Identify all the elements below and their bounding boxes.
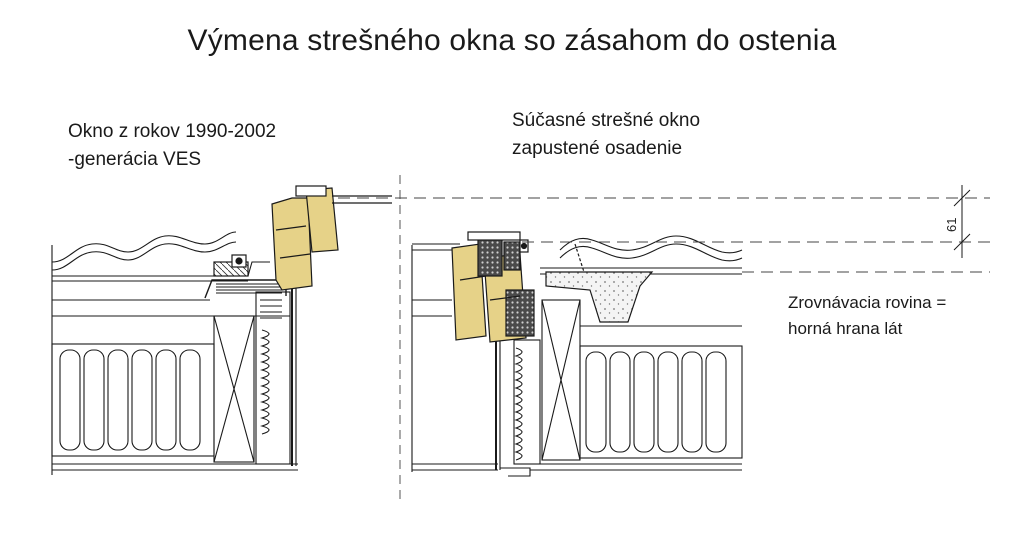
old-window-label-line2: -generácia VES [68,149,202,170]
new-window-label: Súčasné strešné okno zapustené osadenie [512,107,700,163]
old-window-label: Okno z rokov 1990-2002 -generácia VES [68,118,276,174]
old-reveal-insulation-coil [259,299,282,435]
leveling-plane-label-line1: Zrovnávacia rovina = [788,293,947,312]
new-insulation-bays [585,351,727,453]
new-window-frame [451,231,654,343]
new-roof-tiles [559,235,743,254]
leveling-plane-label: Zrovnávacia rovina = horná hrana lát [788,290,946,342]
old-batten-stripes [216,283,282,294]
old-roof-tiles [51,231,237,263]
reference-lines [338,197,990,273]
old-insulation-bays [59,349,201,451]
old-window-section [51,231,298,475]
new-window-label-line2: zapustené osadenie [512,138,683,159]
diagram-title: Výmena strešného okna so zásahom do oste… [187,24,837,57]
old-window-label-line1: Okno z rokov 1990-2002 [68,121,277,142]
new-window-label-line1: Súčasné strešné okno [512,110,701,131]
dimension-61 [953,185,971,258]
old-window-frame [213,185,392,291]
dimension-value: 61 [944,218,959,232]
leveling-plane-label-line2: horná hrana lát [788,319,903,338]
